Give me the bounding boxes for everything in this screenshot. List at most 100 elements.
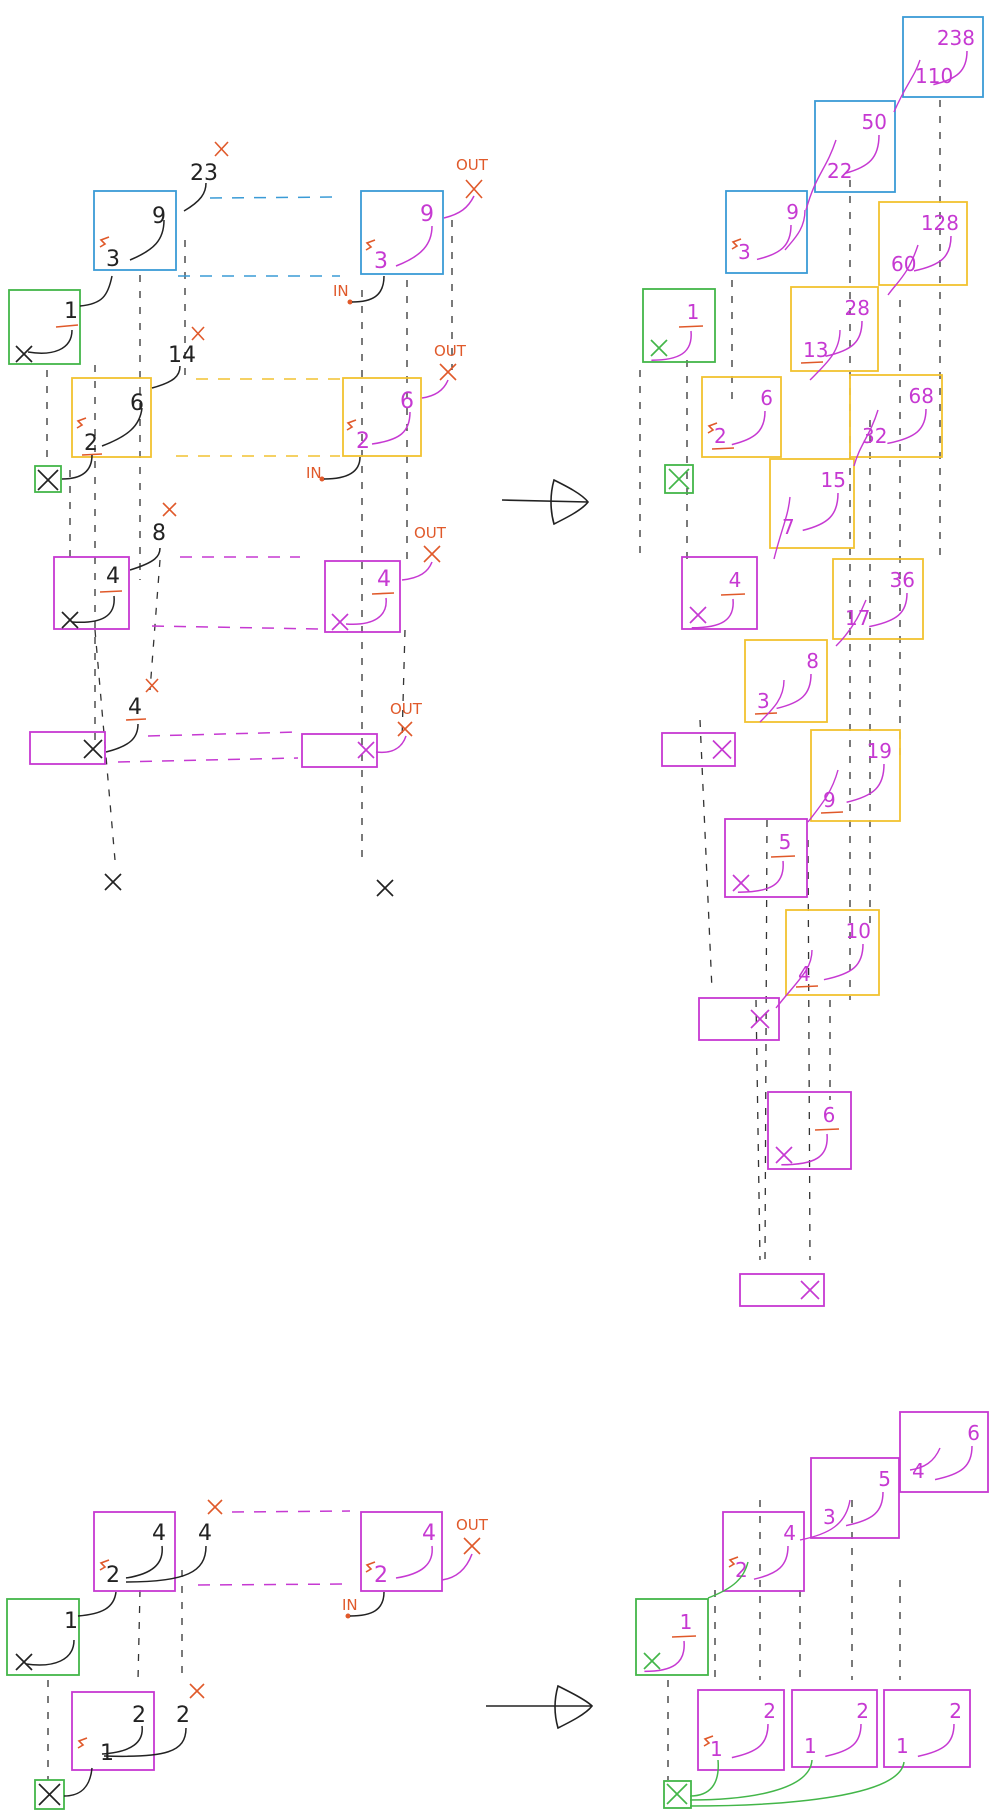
purple-box	[324, 560, 401, 633]
x-mark-icon	[15, 345, 33, 363]
x-mark-icon	[38, 1783, 61, 1806]
purple-top-box	[93, 1511, 176, 1592]
bottom-left-panel: 4 2 4 1 2 1 2	[6, 1499, 351, 1810]
purple-flat-box	[29, 731, 106, 765]
out-label: OUT	[390, 700, 423, 718]
top-middle-panel: 9 3 OUT IN 6 2 OUT IN 4 OUT OUT	[301, 156, 489, 897]
yellow-box-value-a: 19	[867, 739, 892, 763]
purple-box	[810, 1457, 900, 1539]
yellow-box-value-a: 68	[909, 384, 934, 408]
green-box	[6, 1598, 80, 1676]
floating-value-4: 4	[128, 695, 142, 720]
x-mark-icon	[750, 1009, 770, 1029]
implies-arrow-icon	[486, 1684, 594, 1730]
yellow-box-value-b: 3	[757, 689, 770, 713]
purple-box-value-a: 5	[779, 830, 792, 854]
x-mark-icon	[207, 1499, 223, 1515]
floating-value-8: 8	[152, 521, 166, 546]
blue-box	[360, 190, 444, 275]
x-mark-icon	[712, 739, 732, 760]
purple-box-value-a: 4	[106, 564, 120, 589]
yellow-box	[769, 458, 855, 549]
blue-box-value-b: 3	[106, 247, 120, 272]
yellow-box-value-a: 15	[821, 468, 846, 492]
x-mark-icon	[37, 469, 59, 491]
green-box-value-a: 1	[64, 299, 78, 324]
radical-icon	[731, 238, 742, 250]
green-small-box	[663, 1780, 692, 1809]
purple-box-value-a: 2	[949, 1699, 962, 1723]
yellow-box-value-a: 6	[130, 391, 144, 416]
x-mark-icon	[376, 879, 394, 897]
x-mark-icon	[331, 613, 349, 631]
blue-box-value-a: 238	[937, 26, 975, 50]
green-box	[8, 289, 81, 365]
purple-box	[722, 1511, 805, 1592]
radical-icon	[99, 1559, 110, 1571]
purple-box-value-a: 4	[377, 567, 391, 592]
purple-box-value-a: 5	[878, 1467, 891, 1491]
out-label: OUT	[456, 1516, 489, 1534]
green-small-box	[34, 465, 62, 493]
top-right-panel: 2381105022931128602813626832157361783199…	[639, 16, 984, 1307]
purple-box-value-a: 4	[422, 1521, 436, 1546]
radical-icon	[707, 422, 718, 434]
yellow-box-value-b: 2	[84, 431, 98, 456]
radical-icon	[346, 419, 357, 431]
radical-icon	[728, 1556, 739, 1568]
blue-box	[902, 16, 984, 98]
x-mark-icon	[357, 741, 375, 759]
green-box	[642, 288, 716, 363]
x-mark-icon	[650, 339, 668, 357]
green-small-box	[34, 1779, 65, 1810]
yellow-box	[810, 729, 901, 822]
x-mark-icon	[465, 179, 483, 199]
purple-box-value-a: 6	[967, 1421, 980, 1445]
yellow-box	[878, 201, 968, 286]
radical-icon	[365, 239, 376, 251]
in-label: IN	[306, 464, 322, 482]
x-mark-icon	[61, 611, 79, 629]
blue-box-value-b: 3	[738, 240, 751, 264]
blue-box-value-a: 9	[152, 204, 166, 229]
purple-box-value-b: 1	[710, 1737, 723, 1761]
yellow-box	[744, 639, 828, 723]
x-mark-icon	[689, 606, 707, 624]
purple-box-value-b: 3	[823, 1505, 836, 1529]
top-left-panel: 9 3 23 1 6 2 14 8 4 4	[8, 141, 341, 891]
yellow-box-value-b: 32	[862, 424, 887, 448]
blue-box-value-b: 3	[374, 249, 388, 274]
yellow-box	[785, 909, 880, 996]
yellow-box-value-b: 2	[356, 429, 370, 454]
purple-box	[681, 556, 758, 630]
purple-top-value-b: 2	[106, 1563, 120, 1588]
radical-icon	[99, 236, 110, 248]
radical-icon	[77, 1737, 88, 1749]
purple-box-value-a: 2	[763, 1699, 776, 1723]
green-small-box	[664, 464, 694, 494]
bottom-middle-panel: 4 2 OUT IN	[342, 1511, 489, 1619]
radical-icon	[76, 417, 87, 429]
green-box	[635, 1598, 709, 1676]
yellow-box	[701, 376, 782, 458]
dashed-guide	[807, 839, 811, 1261]
out-label: OUT	[414, 524, 447, 542]
purple-bottom-box	[71, 1691, 155, 1771]
purple-box	[697, 1689, 785, 1771]
yellow-box-value-b: 9	[823, 788, 836, 812]
purple-flat-box	[739, 1273, 825, 1307]
purple-box	[899, 1411, 989, 1493]
purple-box	[53, 556, 130, 630]
blue-box	[725, 190, 808, 274]
out-label: OUT	[434, 342, 467, 360]
x-mark-icon	[643, 1652, 661, 1670]
purple-box-value-b: 2	[735, 1558, 748, 1582]
implies-arrow-icon	[501, 478, 590, 526]
blue-box-value-a: 9	[420, 202, 434, 227]
x-mark-icon	[463, 1537, 481, 1555]
yellow-box-value-b: 2	[714, 424, 727, 448]
yellow-box-value-a: 6	[760, 386, 773, 410]
